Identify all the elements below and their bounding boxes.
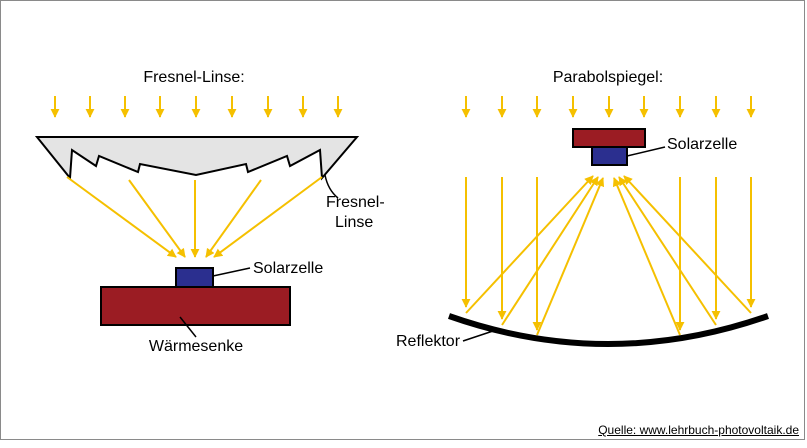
focused-ray: [213, 176, 323, 258]
solar-cell-parabolic: [591, 146, 628, 166]
solar-label-leader: [212, 267, 251, 277]
heatsink-label: Wärmesenke: [149, 338, 243, 355]
parabolic-solar-label-leader: [626, 146, 666, 157]
reflector-label: Reflektor: [396, 333, 461, 350]
parabolic-incoming-rays: [461, 96, 756, 118]
focused-ray: [205, 179, 262, 258]
reflected-ray: [623, 175, 752, 314]
parabolic-solar-label: Solarzelle: [667, 136, 737, 153]
fresnel-focused-rays: [66, 176, 323, 258]
reflected-ray: [612, 177, 681, 336]
reflected-ray: [618, 176, 717, 326]
parabolic-reflector: [448, 313, 769, 347]
fresnel-incoming-rays: [50, 96, 343, 118]
diagram-frame: [0, 0, 805, 440]
reflected-ray: [536, 177, 605, 336]
parabolic-title: Parabolspiegel:: [553, 69, 663, 86]
reflected-ray: [501, 176, 599, 326]
source-link[interactable]: Quelle: www.lehrbuch-photovoltaik.de: [598, 423, 799, 437]
heatsink-label-leader: [179, 316, 197, 338]
lens-label-leader: [324, 174, 339, 199]
reflected-ray: [465, 175, 594, 314]
parabolic-heat-sink: [572, 128, 646, 148]
fresnel-solar-label: Solarzelle: [253, 260, 323, 277]
fresnel-lens-label-line1: Fresnel-: [326, 194, 385, 211]
parabolic-vertical-rays: [461, 177, 756, 331]
heat-sink: [100, 286, 291, 326]
fresnel-lens-label-line2: Linse: [335, 214, 373, 231]
solar-cell-fresnel: [175, 267, 214, 288]
fresnel-title: Fresnel-Linse:: [143, 69, 244, 86]
parabolic-reflected-rays: [465, 175, 752, 336]
reflector-label-leader: [462, 330, 494, 342]
focused-ray: [128, 179, 186, 258]
focused-ray: [66, 176, 177, 258]
fresnel-lens: [34, 136, 360, 181]
